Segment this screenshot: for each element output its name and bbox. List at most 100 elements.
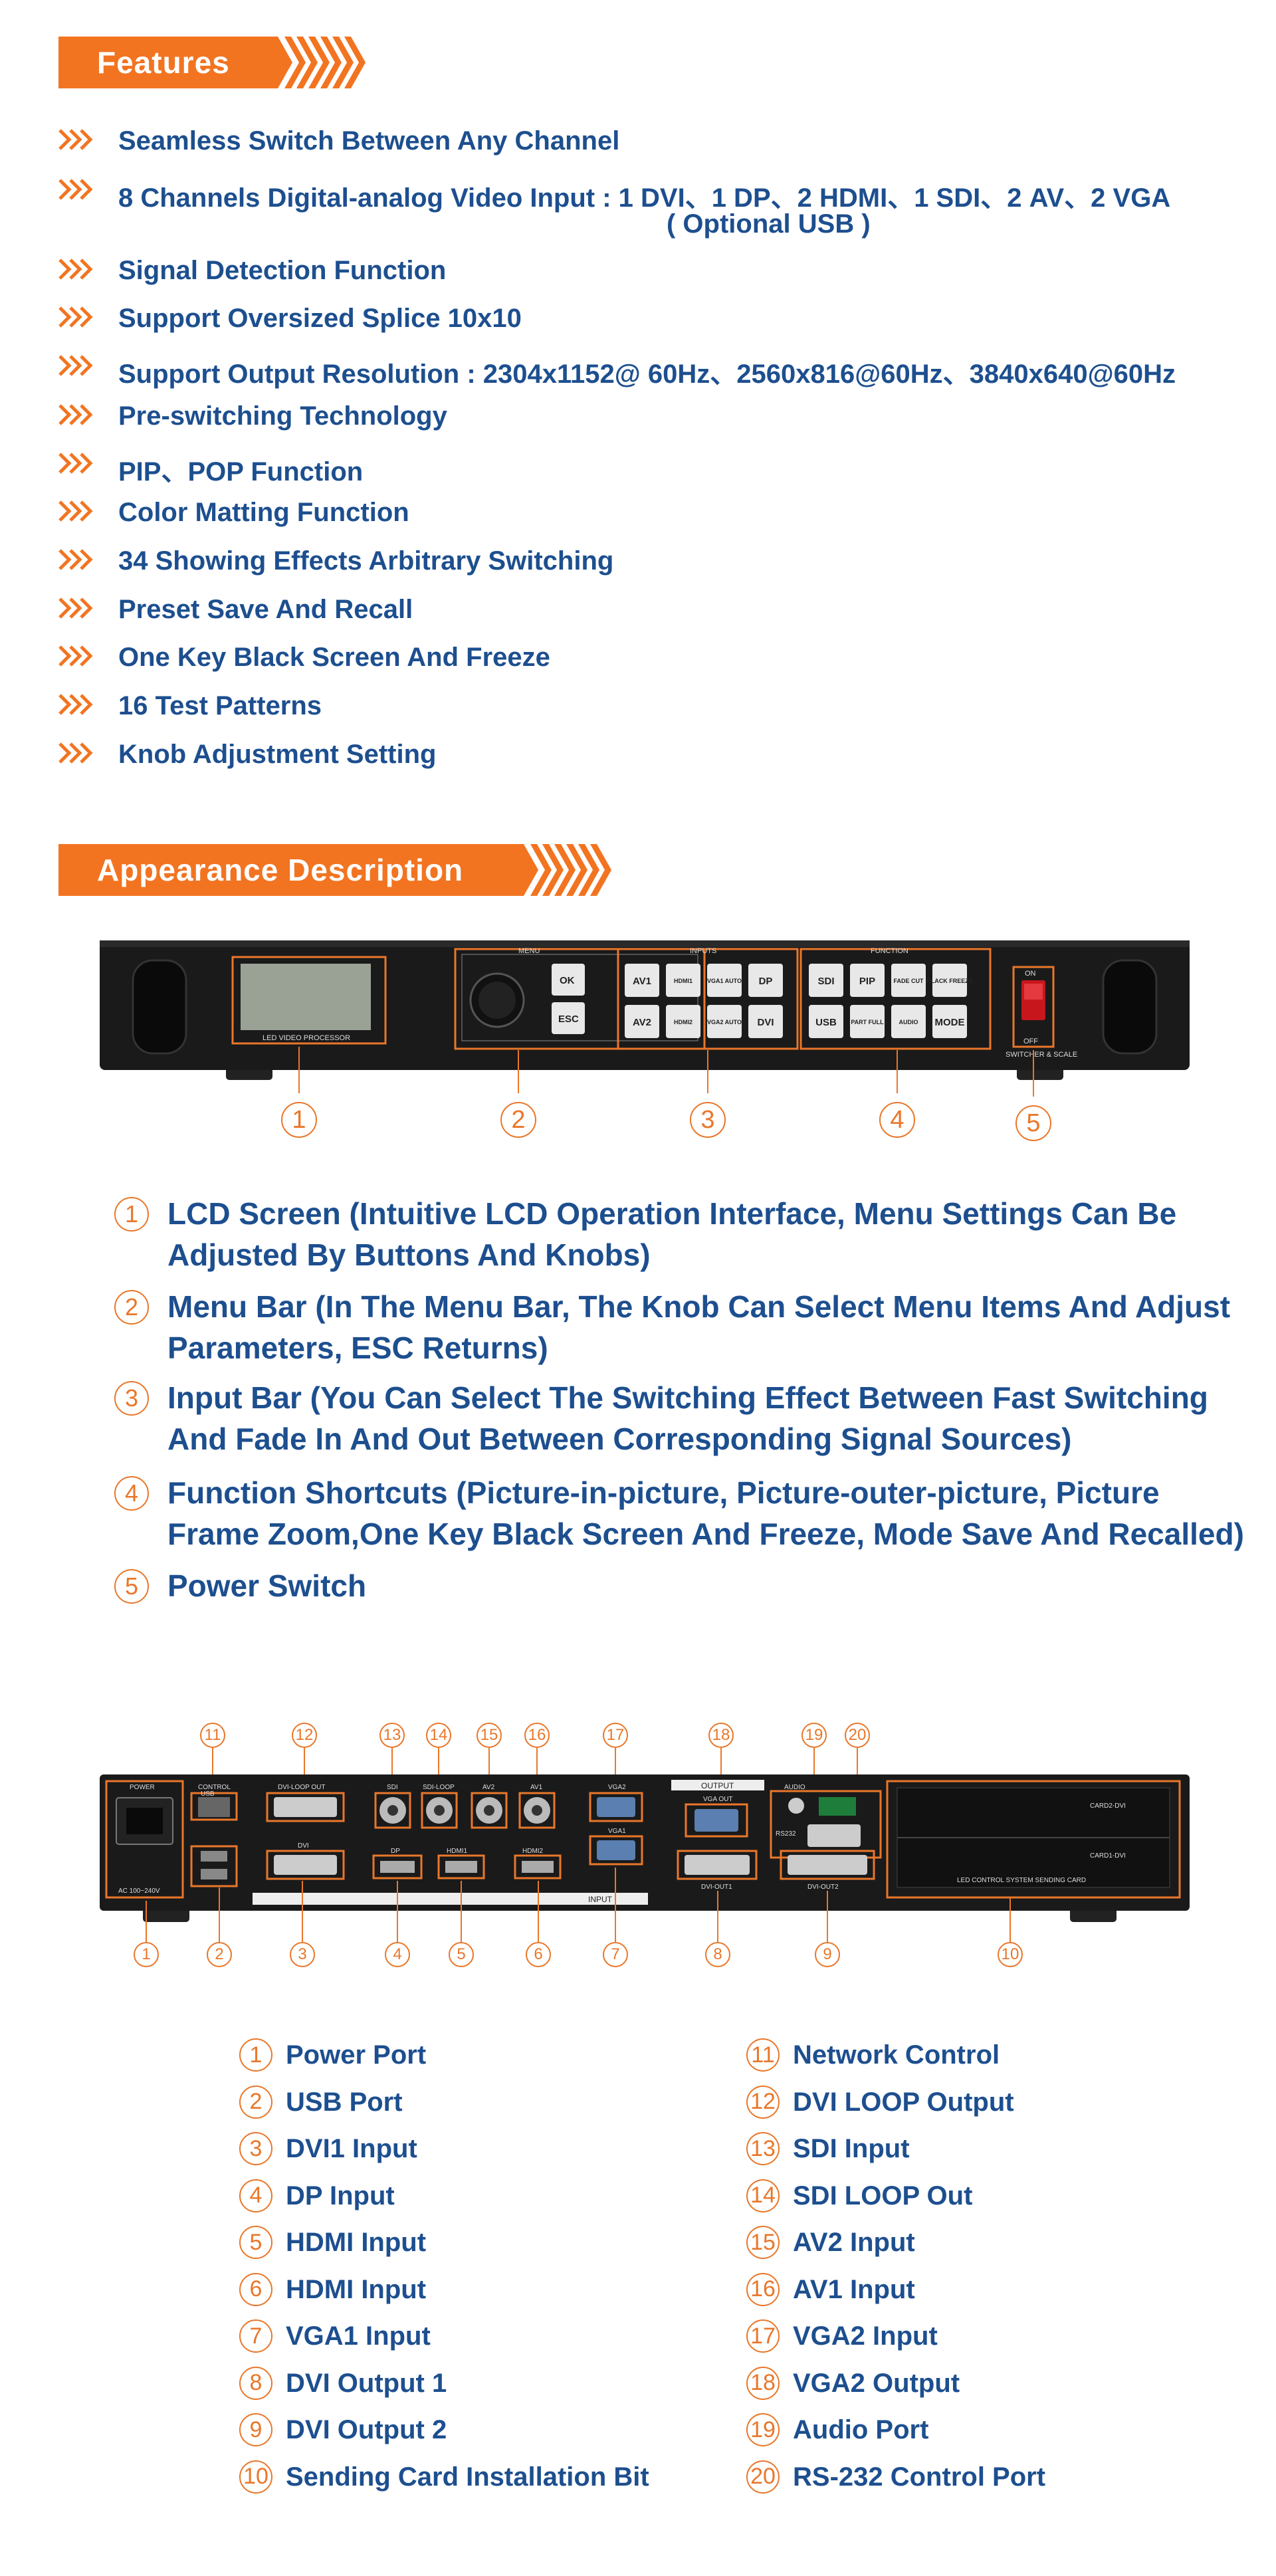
- network-port[interactable]: [198, 1797, 230, 1817]
- rear-top-callout: 11: [200, 1723, 225, 1748]
- dp-port[interactable]: [380, 1861, 415, 1873]
- ok-button[interactable]: [552, 964, 585, 996]
- description-number: 3: [114, 1381, 149, 1416]
- stripe-decoration: [258, 37, 366, 88]
- port-label: VGA2 Input: [793, 2321, 938, 2351]
- description-text: Menu Bar (In The Menu Bar, The Knob Can …: [167, 1289, 1231, 1365]
- input-button[interactable]: [707, 1005, 742, 1038]
- rear-top-callout: 20: [845, 1723, 870, 1748]
- feature-text: ( Optional USB ): [667, 209, 871, 239]
- hdmi2-port[interactable]: [522, 1861, 554, 1873]
- port-number: 12: [746, 2085, 780, 2119]
- double-chevron-icon: [58, 259, 93, 280]
- vga2-port[interactable]: [597, 1797, 635, 1817]
- appearance-banner: Appearance Description: [58, 844, 630, 896]
- switch-caption: SWITCHER & SCALE: [1006, 1051, 1077, 1059]
- double-chevron-icon: [58, 453, 93, 474]
- function-button[interactable]: [932, 964, 967, 997]
- rear-sdi-loop-label: SDI-LOOP: [423, 1784, 455, 1791]
- feature-text: PIP、POP Function: [118, 457, 364, 486]
- stripe-decoration: [504, 844, 611, 896]
- port-number: 5: [239, 2226, 272, 2259]
- port-label: VGA2 Output: [793, 2368, 960, 2398]
- rear-bottom-callout: 4: [385, 1942, 410, 1967]
- port-label: Sending Card Installation Bit: [286, 2462, 649, 2492]
- input-button[interactable]: [748, 1005, 783, 1038]
- port-number: 6: [239, 2272, 272, 2306]
- input-button[interactable]: [748, 964, 783, 997]
- description-number: 5: [114, 1569, 149, 1604]
- dvi-out2-port[interactable]: [788, 1855, 867, 1875]
- front-panel-image: LED VIDEO PROCESSOR MENU OK ESC INPUTS A…: [100, 940, 1190, 1097]
- port-number: 19: [746, 2413, 780, 2446]
- function-button[interactable]: [809, 964, 843, 997]
- port-label: DVI Output 2: [286, 2415, 447, 2444]
- port-label: SDI LOOP Out: [793, 2181, 973, 2210]
- rs232-port[interactable]: [807, 1824, 861, 1847]
- function-button[interactable]: [850, 964, 885, 997]
- feature-text: 34 Showing Effects Arbitrary Switching: [118, 546, 614, 576]
- rear-control-label: CONTROL: [198, 1784, 231, 1791]
- feature-text: Signal Detection Function: [118, 256, 447, 285]
- function-button-label: PIP: [859, 976, 875, 987]
- function-button[interactable]: [891, 1005, 926, 1038]
- description-text: LCD Screen (Intuitive LCD Operation Inte…: [167, 1196, 1177, 1272]
- port-label: RS-232 Control Port: [793, 2462, 1046, 2492]
- rear-top-callout: 15: [477, 1723, 502, 1748]
- appearance-heading: Appearance Description: [97, 853, 464, 887]
- features-banner: Features: [58, 37, 377, 88]
- dvi-loop-port[interactable]: [274, 1797, 337, 1817]
- double-chevron-icon: [58, 404, 93, 425]
- port-label: AV1 Input: [793, 2274, 915, 2304]
- inputs-title: INPUTS: [690, 947, 716, 955]
- input-button[interactable]: [666, 1005, 700, 1038]
- function-button-label: BLACK FREEZE: [926, 978, 973, 984]
- audio-port[interactable]: [788, 1798, 804, 1814]
- rear-ac-label: AC 100~240V: [118, 1887, 160, 1895]
- input-button[interactable]: [625, 964, 659, 997]
- function-button[interactable]: [809, 1005, 843, 1038]
- input-button[interactable]: [707, 964, 742, 997]
- rear-vga1-label: VGA1: [608, 1828, 626, 1835]
- function-button[interactable]: [850, 1005, 885, 1038]
- port-number: 4: [239, 2179, 272, 2212]
- rear-top-callout: 13: [379, 1723, 405, 1748]
- double-chevron-icon: [58, 500, 93, 522]
- hdmi1-port[interactable]: [445, 1861, 477, 1873]
- vga-out-port[interactable]: [694, 1809, 738, 1832]
- double-chevron-icon: [58, 306, 93, 328]
- port-number: 3: [239, 2132, 272, 2165]
- rear-vga2-label: VGA2: [608, 1784, 626, 1791]
- description-number: 4: [114, 1476, 149, 1511]
- front-callout-4: 4: [879, 1102, 915, 1138]
- port-number: 2: [239, 2085, 272, 2119]
- vga1-port[interactable]: [597, 1840, 635, 1860]
- feature-text: Pre-switching Technology: [118, 401, 447, 431]
- esc-button[interactable]: [552, 1002, 585, 1034]
- dvi-out1-port[interactable]: [685, 1855, 750, 1875]
- function-button-label: PART FULL: [851, 1019, 884, 1025]
- rear-card1-label: CARD1-DVI: [1090, 1852, 1126, 1860]
- port-number: 1: [239, 2038, 272, 2072]
- description-text: Input Bar (You Can Select The Switching …: [167, 1380, 1208, 1456]
- port-label: DVI1 Input: [286, 2134, 417, 2163]
- usb-port[interactable]: [201, 1851, 227, 1862]
- input-button-label: AV1: [633, 976, 651, 987]
- esc-label: ESC: [558, 1014, 579, 1025]
- function-button[interactable]: [932, 1005, 967, 1038]
- function-button[interactable]: [891, 964, 926, 997]
- lcd-caption: LED VIDEO PROCESSOR: [263, 1034, 350, 1042]
- double-chevron-icon: [58, 355, 93, 376]
- feature-text: Knob Adjustment Setting: [118, 740, 437, 769]
- input-button[interactable]: [625, 1005, 659, 1038]
- rear-top-callout: 16: [524, 1723, 550, 1748]
- dvi-in-port[interactable]: [274, 1855, 337, 1875]
- rear-card2-label: CARD2-DVI: [1090, 1802, 1126, 1810]
- port-number: 18: [746, 2366, 780, 2400]
- function-button-label: SDI: [817, 976, 834, 987]
- input-button[interactable]: [666, 964, 700, 997]
- function-button-label: AUDIO: [899, 1019, 918, 1025]
- rear-sdi-label: SDI: [387, 1784, 398, 1791]
